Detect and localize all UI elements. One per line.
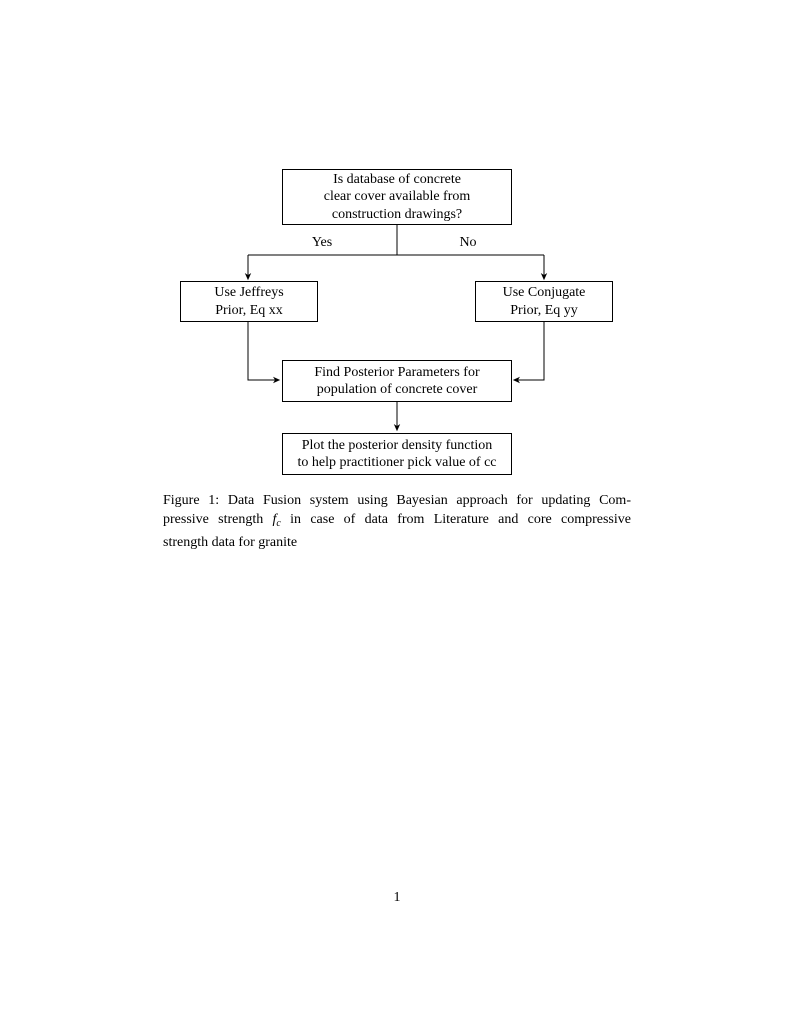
- figure-caption: Figure 1: Data Fusion system using Bayes…: [163, 491, 631, 552]
- node-posterior-line-1: Find Posterior Parameters for: [314, 364, 480, 380]
- caption-line-2: pressive strength fc in case of data fro…: [163, 510, 631, 533]
- node-plot-line-1: Plot the posterior density function: [301, 437, 493, 453]
- node-jeffreys-line-1: Use Jeffreys: [214, 285, 284, 300]
- node-question-line-2: clear cover available from: [323, 189, 471, 205]
- flowchart-node-question: Is database of concrete clear cover avai…: [282, 169, 512, 225]
- caption-line-1: Figure 1: Data Fusion system using Bayes…: [163, 493, 631, 508]
- math-variable: f: [272, 512, 277, 527]
- node-question-line-3: construction drawings?: [331, 206, 463, 222]
- edge-jeffreys-to-posterior: [247, 322, 281, 384]
- node-jeffreys-line-2: Prior, Eq xx: [215, 302, 283, 318]
- flowchart-node-jeffreys-prior: Use Jeffreys Prior, Eq xx: [180, 281, 318, 322]
- node-conjugate-line-2: Prior, Eq yy: [510, 302, 578, 318]
- node-posterior-line-2: population of concrete cover: [316, 382, 478, 397]
- node-plot-line-2: to help practitioner pick value of cc: [297, 455, 497, 470]
- node-question-line-1: Is database of concrete: [333, 171, 461, 187]
- math-symbol-fc: fc: [272, 512, 281, 529]
- branch-label-yes: Yes: [311, 235, 333, 250]
- node-conjugate-line-1: Use Conjugate: [502, 285, 586, 300]
- flowchart-node-conjugate-prior: Use Conjugate Prior, Eq yy: [475, 281, 613, 322]
- flowchart-node-plot-density: Plot the posterior density function to h…: [282, 433, 512, 475]
- caption-line-3: strength data for granite: [163, 535, 298, 550]
- flowchart-node-posterior-parameters: Find Posterior Parameters for population…: [282, 360, 512, 402]
- branch-label-no: No: [459, 235, 477, 250]
- edge-conjugate-to-posterior: [512, 322, 545, 384]
- math-subscript: c: [276, 518, 281, 529]
- page-number: 1: [393, 890, 401, 905]
- caption-line-2-pre: pressive strength: [163, 512, 273, 527]
- caption-line-2-post: in case of data from Literature and core…: [280, 512, 631, 527]
